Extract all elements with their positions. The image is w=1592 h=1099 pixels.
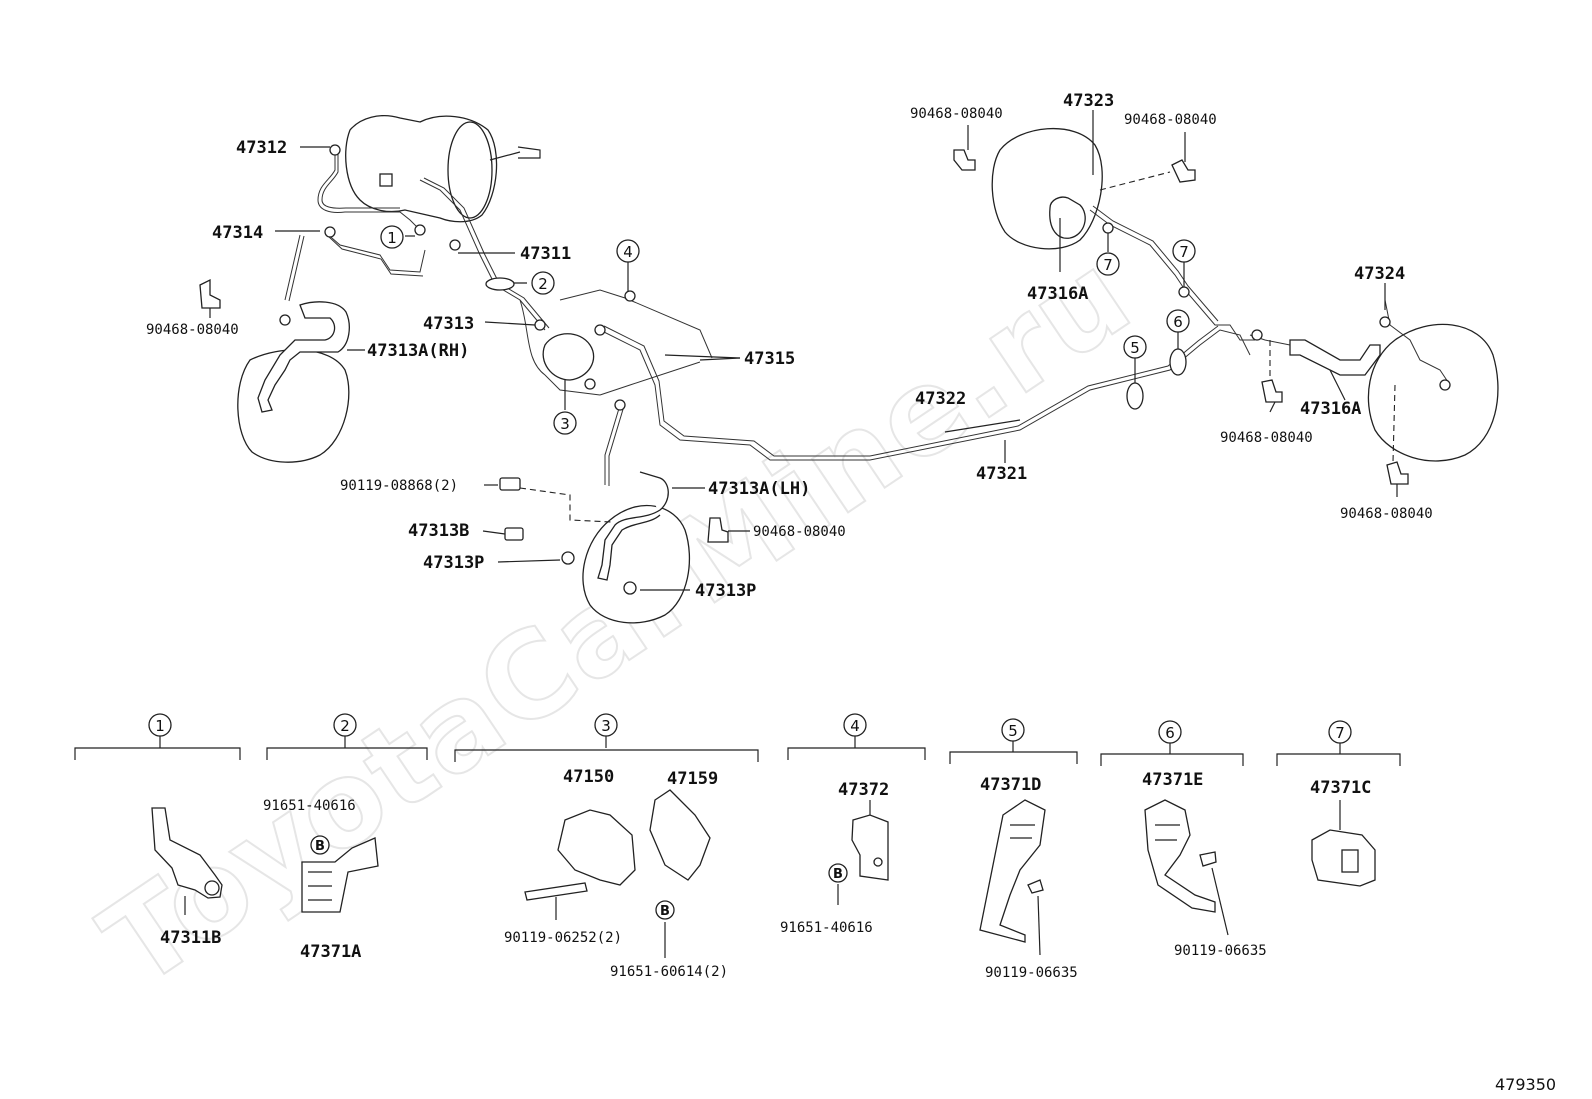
- detail-callout-3: 3: [601, 717, 611, 735]
- label-47311: 47311: [520, 244, 571, 264]
- label-90468-rh: 90468-08040: [146, 322, 239, 338]
- detail-group-2: 2 91651-40616 B 47371A: [263, 713, 428, 962]
- main-labels: 47312 47314 47311 90468-08040 47313 4731…: [146, 91, 1433, 601]
- label-47322: 47322: [915, 389, 966, 409]
- leader-lines: [209, 110, 1398, 591]
- label-47316A-l: 47316A: [1027, 284, 1088, 304]
- label-47316A-r: 47316A: [1300, 399, 1361, 419]
- label-90468-lh: 90468-08040: [753, 524, 846, 540]
- detail-callout-6: 6: [1165, 724, 1175, 742]
- callout-5-main: 5: [1130, 339, 1140, 357]
- label-47313A-rh: 47313A(RH): [367, 341, 469, 361]
- detail-group-7: 7 47371C: [1276, 720, 1401, 887]
- label-47323: 47323: [1063, 91, 1114, 111]
- detail-group-1: 1 47311B: [74, 713, 241, 948]
- detail-callout-2: 2: [340, 717, 350, 735]
- detail-group-5: 5 47371D 90119-06635: [949, 718, 1078, 981]
- label-90468-rm: 90468-08040: [1220, 430, 1313, 446]
- brake-booster: [345, 115, 541, 223]
- callout-1-main: 1: [387, 229, 397, 247]
- callout-2-main: 2: [538, 275, 548, 293]
- callout-6-main: 6: [1173, 313, 1183, 331]
- bolt-marker-b: B: [833, 867, 843, 882]
- detail-group-4: 4 47372 B 91651-40616: [780, 713, 926, 936]
- main-callouts: 1 2 3 4 5 6 7 7: [380, 225, 1196, 435]
- label-47314: 47314: [212, 223, 263, 243]
- front-rh-rotor: [237, 301, 350, 463]
- label-47313P-b: 47313P: [695, 581, 756, 601]
- label-47372: 47372: [838, 780, 889, 800]
- detail-group-3: 3 47150 47159 90119-06252(2) B 91651-606…: [454, 713, 759, 980]
- detail-group-6: 6 47371E 90119-06635: [1100, 720, 1267, 959]
- front-lh-rotor: [499, 471, 729, 624]
- rear-lines: [991, 127, 1499, 462]
- label-90468-rb: 90468-08040: [1340, 506, 1433, 522]
- label-91651-60614: 91651-60614(2): [610, 964, 728, 980]
- detail-callout-1: 1: [155, 717, 165, 735]
- label-47159: 47159: [667, 769, 718, 789]
- label-90119-08868: 90119-08868(2): [340, 478, 458, 494]
- label-47315: 47315: [744, 349, 795, 369]
- label-47371D: 47371D: [980, 775, 1041, 795]
- callout-4-main: 4: [623, 243, 633, 261]
- callout-3-main: 3: [560, 415, 570, 433]
- front-distribution: [519, 289, 1251, 486]
- label-90119-06635-b: 90119-06635: [1174, 943, 1267, 959]
- label-47324: 47324: [1354, 264, 1405, 284]
- detail-callout-7: 7: [1335, 724, 1345, 742]
- label-47312: 47312: [236, 138, 287, 158]
- label-47311B: 47311B: [160, 928, 221, 948]
- document-number: 479350: [1495, 1075, 1556, 1094]
- detail-callout-5: 5: [1008, 722, 1018, 740]
- label-91651-40616-a: 91651-40616: [263, 798, 356, 814]
- label-47321: 47321: [976, 464, 1027, 484]
- detail-callout-4: 4: [850, 717, 860, 735]
- label-47313P-a: 47313P: [423, 553, 484, 573]
- label-47371E: 47371E: [1142, 770, 1203, 790]
- label-90468-tr: 90468-08040: [1124, 112, 1217, 128]
- callout-7-main-a: 7: [1103, 256, 1113, 274]
- label-47371A: 47371A: [300, 942, 361, 962]
- label-47313A-lh: 47313A(LH): [708, 479, 810, 499]
- label-90468-tl: 90468-08040: [910, 106, 1003, 122]
- label-47150: 47150: [563, 767, 614, 787]
- label-90119-06635-a: 90119-06635: [985, 965, 1078, 981]
- bolt-marker-b: B: [315, 839, 325, 854]
- label-90119-06252: 90119-06252(2): [504, 930, 622, 946]
- bolt-marker-b: B: [660, 904, 670, 919]
- label-91651-40616-b: 91651-40616: [780, 920, 873, 936]
- label-47313B: 47313B: [408, 521, 469, 541]
- label-47313: 47313: [423, 314, 474, 334]
- callout-7-main-b: 7: [1179, 243, 1189, 261]
- rear-clips: [199, 149, 1409, 485]
- label-47371C: 47371C: [1310, 778, 1371, 798]
